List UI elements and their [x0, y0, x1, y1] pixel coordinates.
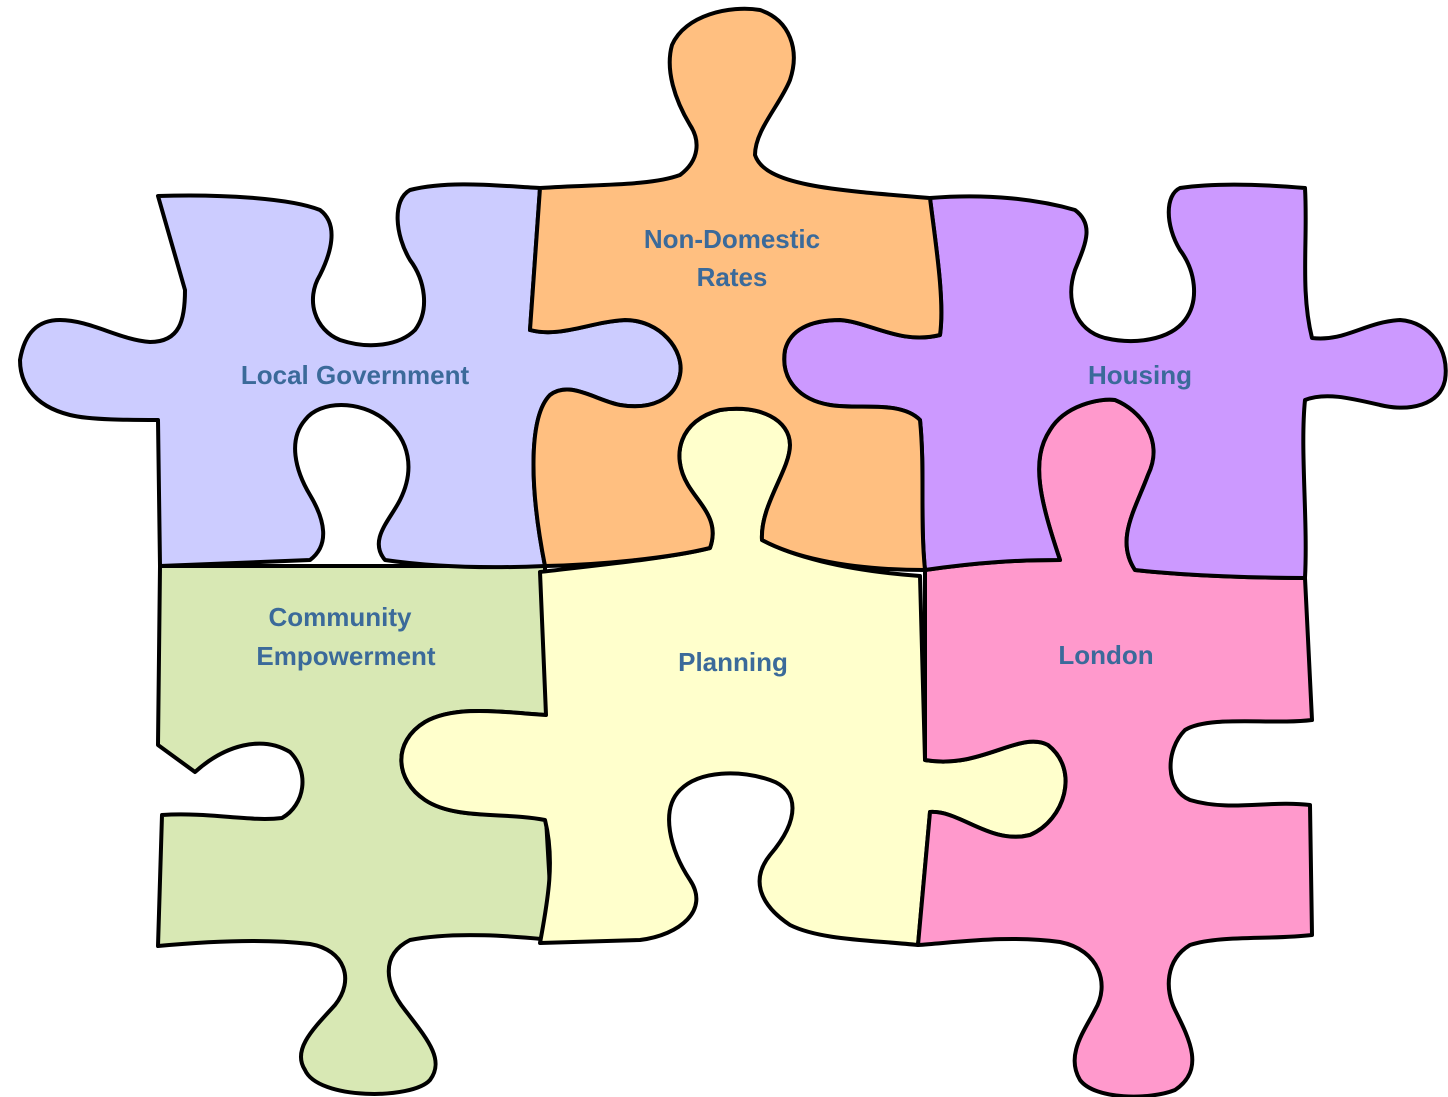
label-london: London: [1058, 640, 1153, 670]
label-non-domestic-rates: Non-Domestic: [644, 224, 820, 254]
piece-non-domestic-rates: [528, 6, 944, 572]
label-community-empowerment: Community: [269, 602, 413, 632]
label-local-government: Local Government: [241, 360, 470, 390]
label-planning: Planning: [678, 647, 788, 677]
label-non-domestic-rates-line2: Rates: [697, 262, 768, 292]
label-community-empowerment-line2: Empowerment: [256, 641, 435, 671]
label-housing: Housing: [1088, 360, 1192, 390]
